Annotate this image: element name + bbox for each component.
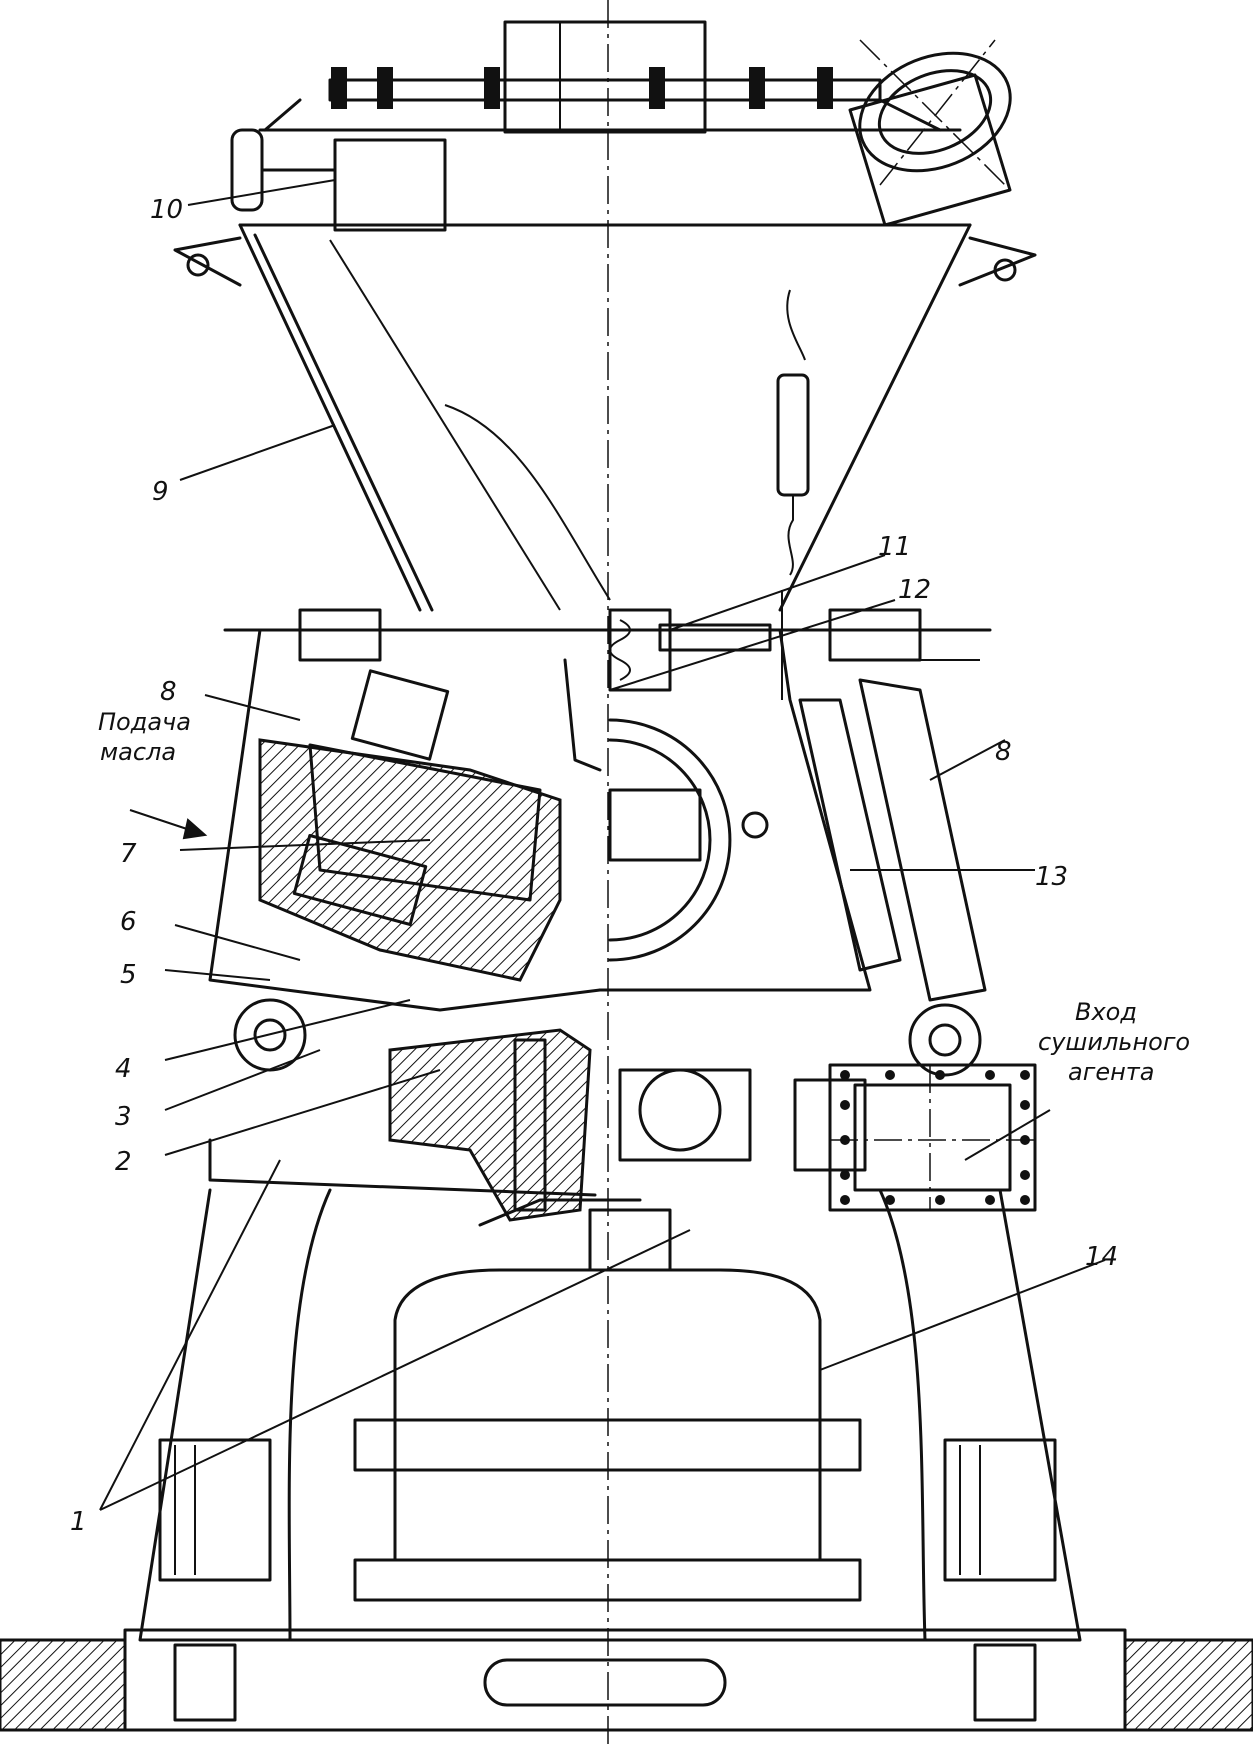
callout-14: 14 [1085,1242,1118,1272]
upper-clamp-ring [223,608,992,662]
part-13-roll-window [608,718,769,962]
drying-agent-inlet-box [828,1063,1037,1212]
inlet-flange-pipe [848,39,1012,227]
drying-agent-inlet-note: Вход сушильного агента [1038,998,1190,1086]
callout-2: 2 [115,1147,132,1177]
callout-12: 12 [898,575,931,605]
drying-agent-note-line1: Вход [1075,998,1137,1026]
drying-agent-note-line3: агента [1068,1058,1154,1086]
callout-1: 1 [70,1507,87,1537]
callout-4: 4 [115,1054,132,1084]
left-roller-assembly [258,669,562,982]
leader-lines [99,179,1106,1511]
callout-11: 11 [878,532,911,562]
top-discharge-collar [503,20,707,134]
callout-9: 9 [152,477,169,507]
base-frame [138,1188,1082,1642]
callout-10: 10 [150,195,183,225]
callout-6: 6 [120,907,137,937]
foundation-slab [0,1628,1253,1732]
callout-7: 7 [120,839,137,869]
callout-labels: 10 9 8 7 6 5 4 3 2 1 11 12 8 13 14 [70,195,1118,1537]
oil-feed-note: Подача масла [98,708,191,766]
grinding-table-section [208,1028,597,1222]
callout-8-left: 8 [160,677,177,707]
mill-housing [208,628,872,1012]
part-8-right-swing-arm [798,678,987,1002]
callout-13: 13 [1035,862,1068,892]
oil-feed-note-line1: Подача [98,708,191,736]
drying-agent-note-line2: сушильного [1038,1028,1190,1056]
gearbox-right [618,1068,867,1172]
top-cover-plate [258,67,962,132]
part-10-lug-block [230,128,447,232]
oil-feed-note-line2: масла [100,738,176,766]
callout-5: 5 [120,960,137,990]
part-14-motor-gearbox [353,1198,862,1602]
callout-3: 3 [115,1102,132,1132]
spring-balance [776,289,810,576]
part-11-12-spring-assembly [608,590,783,700]
part-9-hopper-cone [173,223,1037,612]
callout-8-right: 8 [995,737,1012,767]
